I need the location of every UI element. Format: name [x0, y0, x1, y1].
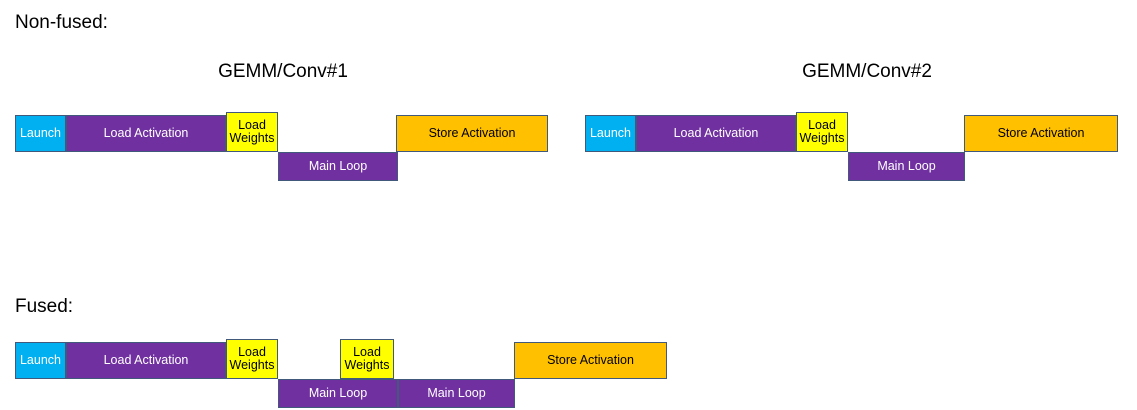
nonfused-g1-load-weights-bar[interactable]: Load Weights — [226, 112, 278, 152]
nonfused-g2-load-activation-bar[interactable]: Load Activation — [636, 115, 796, 152]
nonfused-g1-launch-bar[interactable]: Launch — [15, 115, 66, 152]
fused-load-weights-bar-1[interactable]: Load Weights — [226, 339, 278, 379]
nonfused-g2-store-activation-bar[interactable]: Store Activation — [964, 115, 1118, 152]
fused-main-loop-bar-2[interactable]: Main Loop — [398, 379, 515, 408]
section-label-fused: Fused: — [15, 296, 74, 317]
nonfused-g2-load-weights-bar[interactable]: Load Weights — [796, 112, 848, 152]
section-label-non-fused: Non-fused: — [15, 12, 108, 33]
nonfused-g2-main-loop-bar[interactable]: Main Loop — [848, 152, 965, 181]
fused-launch-bar[interactable]: Launch — [15, 342, 66, 379]
fused-load-weights-bar-2[interactable]: Load Weights — [340, 339, 394, 379]
group-title-gemm-conv-2: GEMM/Conv#2 — [802, 61, 932, 82]
nonfused-g1-store-activation-bar[interactable]: Store Activation — [396, 115, 548, 152]
fused-main-loop-bar-1[interactable]: Main Loop — [278, 379, 398, 408]
group-title-gemm-conv-1: GEMM/Conv#1 — [218, 61, 348, 82]
fused-store-activation-bar[interactable]: Store Activation — [514, 342, 667, 379]
fused-load-activation-bar[interactable]: Load Activation — [66, 342, 226, 379]
nonfused-g1-main-loop-bar[interactable]: Main Loop — [278, 152, 398, 181]
nonfused-g2-launch-bar[interactable]: Launch — [585, 115, 636, 152]
nonfused-g1-load-activation-bar[interactable]: Load Activation — [66, 115, 226, 152]
